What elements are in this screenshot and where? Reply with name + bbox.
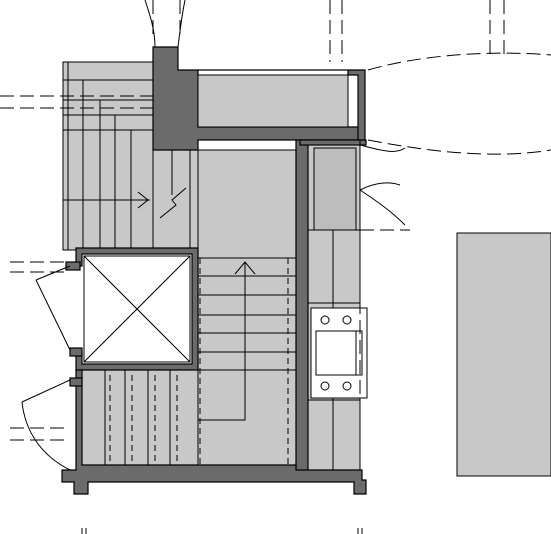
upper-wall [152,46,366,151]
dashed-projection-lines [0,0,551,470]
utility-column [307,144,368,471]
shaft-wall-right [295,139,367,477]
main-stair-shaft [110,149,297,466]
door-swing-icon [359,144,406,226]
top-opening-lines [144,0,186,48]
stair-arrow-icon [137,191,149,209]
door-swing-icon [21,265,71,471]
lower-stair-flight [81,369,199,466]
elevator-cross-icon [83,255,191,363]
duct-fixture-icon [310,307,368,399]
upper-stair-flight [62,61,199,251]
lower-wall [61,261,367,495]
grid-markers [81,528,363,534]
stair-arrow-icon [234,261,256,275]
elevator [75,247,199,371]
adjacent-room-block [456,232,551,477]
